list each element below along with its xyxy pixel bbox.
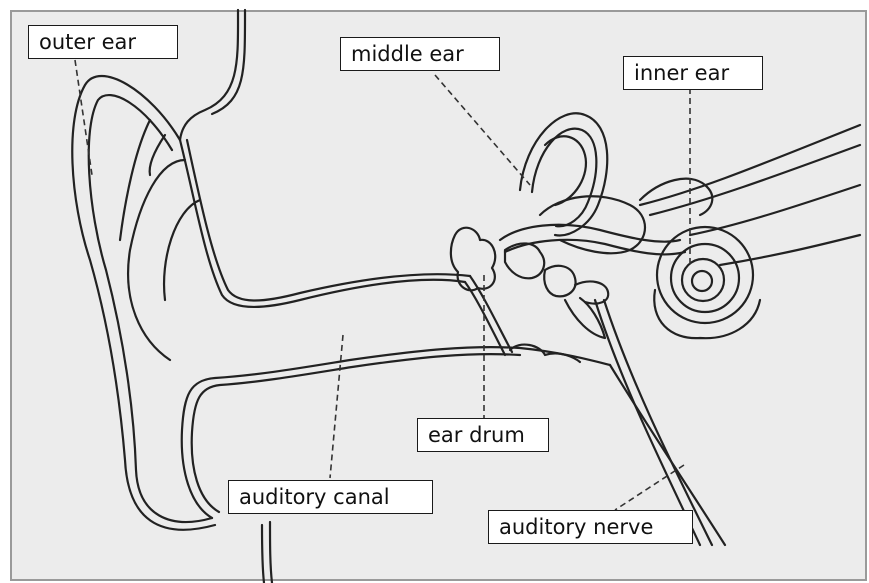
nerve-upper-2 <box>650 145 860 215</box>
label-auditory-nerve: auditory nerve <box>488 510 693 544</box>
canal-upper-wall-2 <box>187 140 470 301</box>
vestibule <box>500 225 680 242</box>
neck-line <box>262 525 264 583</box>
cochlea-ring-3 <box>682 259 724 301</box>
label-middle-ear: middle ear <box>340 37 500 71</box>
pinna-fold-4 <box>150 135 165 175</box>
nerve-upper-4 <box>720 235 860 265</box>
pinna-fold-2 <box>164 200 200 300</box>
label-auditory-canal: auditory canal <box>228 480 433 514</box>
label-outer-ear: outer ear <box>28 25 178 59</box>
label-ear-drum: ear drum <box>417 418 549 452</box>
cochlea-lobe <box>654 290 760 338</box>
pinna-inner-rim <box>89 95 212 522</box>
semicircular-canal-inner <box>532 129 596 227</box>
semicircular-canal-2 <box>545 136 586 205</box>
ear-drum-membrane <box>465 282 505 355</box>
leader-auditory-canal <box>330 335 343 478</box>
ossicle-incus <box>544 266 575 296</box>
ear-drum-membrane-2 <box>470 276 512 352</box>
head-outline <box>180 10 238 140</box>
canal-upper-wall <box>180 140 465 307</box>
labyrinth-outline <box>640 179 712 215</box>
cochlea-ring-4 <box>692 271 712 291</box>
pinna-fold-1 <box>128 160 185 360</box>
tube-line-2 <box>604 300 712 545</box>
label-inner-ear: inner ear <box>623 56 763 90</box>
neck-line-2 <box>270 522 272 583</box>
head-outline-inner <box>212 10 245 114</box>
leader-middle-ear <box>435 75 530 185</box>
pinna-fold-3 <box>120 120 150 240</box>
nerve-upper-1 <box>640 125 860 205</box>
